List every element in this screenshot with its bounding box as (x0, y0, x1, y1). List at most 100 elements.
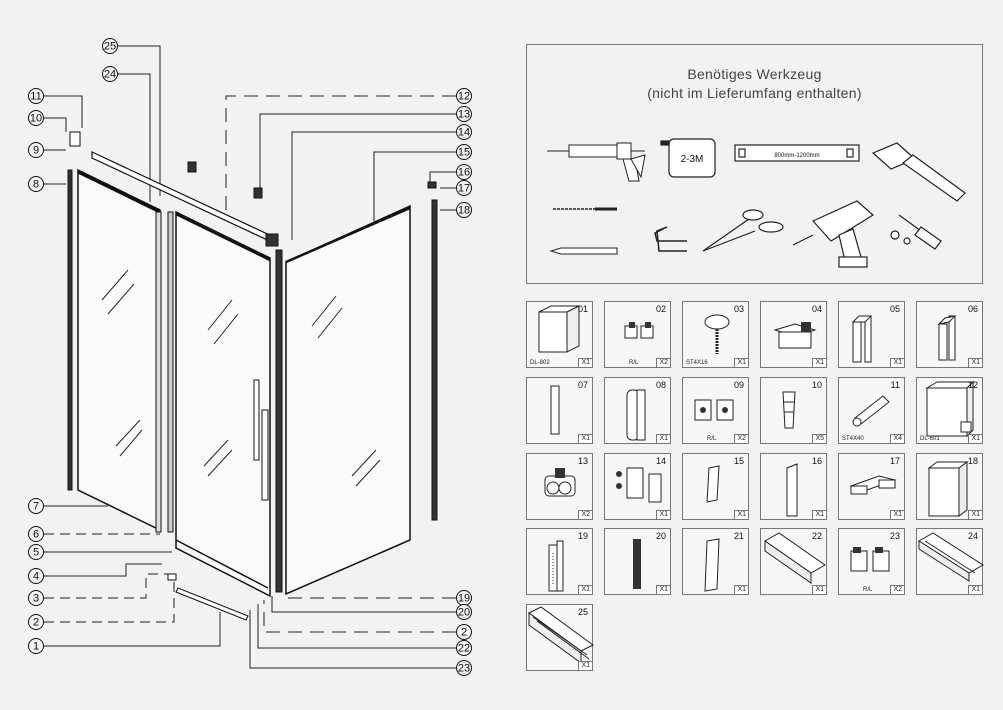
callout-label: 15 (458, 147, 470, 159)
leader-1 (44, 612, 221, 647)
callout-23: 2 (456, 624, 472, 640)
part-drawing (782, 391, 796, 429)
part-code: ST4X16 (686, 360, 708, 366)
callout-4: 10 (28, 110, 44, 126)
part-drawing (624, 322, 654, 339)
caulk-gun-icon (547, 142, 646, 182)
part-quantity: X5 (812, 434, 826, 443)
callout-label: 13 (458, 109, 470, 121)
part-quantity: X1 (968, 585, 982, 594)
tools-title: Benötiges Werkzeug (nicht im Lieferumfan… (527, 65, 982, 103)
callout-label: 19 (458, 593, 470, 605)
tools-title-line1: Benötiges Werkzeug (687, 66, 822, 82)
part-code: R/L (707, 436, 717, 442)
callout-7: 7 (28, 498, 44, 514)
callout-8: 6 (28, 526, 44, 542)
part-quantity: X1 (578, 358, 592, 367)
tape-measure-icon: 2-3M (660, 138, 716, 178)
part-quantity: X2 (578, 510, 592, 519)
roller-13 (265, 233, 279, 247)
callout-label: 12 (458, 91, 470, 103)
door-seal (167, 211, 174, 533)
part-number: 01 (577, 304, 588, 314)
part-drawing (548, 540, 564, 592)
callout-label: 11 (30, 91, 41, 103)
part-number: 19 (577, 531, 588, 541)
side-glass-panel (285, 204, 411, 596)
callout-label: 23 (458, 663, 470, 675)
callout-10: 4 (28, 568, 44, 584)
part-drawing (851, 315, 873, 363)
leader-23 (249, 610, 456, 669)
callout-label: 9 (33, 145, 39, 157)
callout-label: 6 (33, 529, 39, 541)
leader-20 (271, 596, 456, 613)
spirit-level-icon: 800mm-1200mm (734, 144, 860, 162)
part-number: 24 (967, 531, 978, 541)
callout-label: 3 (33, 593, 39, 605)
part-quantity: X2 (890, 585, 904, 594)
hex-keys-icon (654, 226, 687, 252)
callout-17: 15 (456, 144, 472, 160)
fixed-glass-panel (77, 168, 161, 532)
callout-15: 13 (456, 106, 472, 122)
callout-label: 4 (33, 571, 39, 583)
part-drawing (550, 385, 560, 435)
part-number: 23 (889, 531, 900, 541)
callout-9: 5 (28, 544, 44, 560)
part-number: 09 (733, 380, 744, 390)
part-drawing (773, 322, 817, 349)
callout-5: 9 (28, 142, 44, 158)
part-drawing (937, 315, 957, 361)
part-quantity: X1 (734, 510, 748, 519)
callout-label: 8 (33, 179, 39, 191)
callout-label: 25 (104, 41, 116, 53)
callout-14: 12 (456, 88, 472, 104)
part-number: 02 (655, 304, 666, 314)
part-number: 03 (733, 304, 744, 314)
callout-label: 24 (104, 69, 116, 81)
callout-12: 2 (28, 614, 44, 630)
callout-11: 3 (28, 590, 44, 606)
part-quantity: X1 (890, 510, 904, 519)
part-drawing (633, 539, 641, 589)
part-quantity: X1 (968, 434, 982, 443)
hammer-icon (871, 142, 966, 202)
part-quantity: X1 (812, 585, 826, 594)
part-number: 07 (577, 380, 588, 390)
part-drawing (764, 532, 826, 584)
leader-2b (263, 600, 456, 633)
part-number: 25 (577, 607, 588, 617)
bracket-b (253, 187, 263, 199)
part-drawing (706, 465, 720, 503)
wall-profile-right (431, 199, 438, 521)
bracket-a (187, 161, 197, 173)
part-quantity: X1 (656, 585, 670, 594)
callout-13: 1 (28, 638, 44, 654)
part-number: 13 (577, 456, 588, 466)
part-drawing (925, 380, 975, 438)
part-code: DL-601 (920, 436, 940, 442)
callout-18: 16 (456, 164, 472, 180)
part-drawing (786, 463, 798, 517)
part-drawing (849, 475, 897, 495)
part-number: 20 (655, 531, 666, 541)
part-drawing (538, 305, 580, 353)
part-quantity: X1 (578, 661, 592, 670)
part-quantity: X1 (656, 434, 670, 443)
callout-24: 22 (456, 640, 472, 656)
